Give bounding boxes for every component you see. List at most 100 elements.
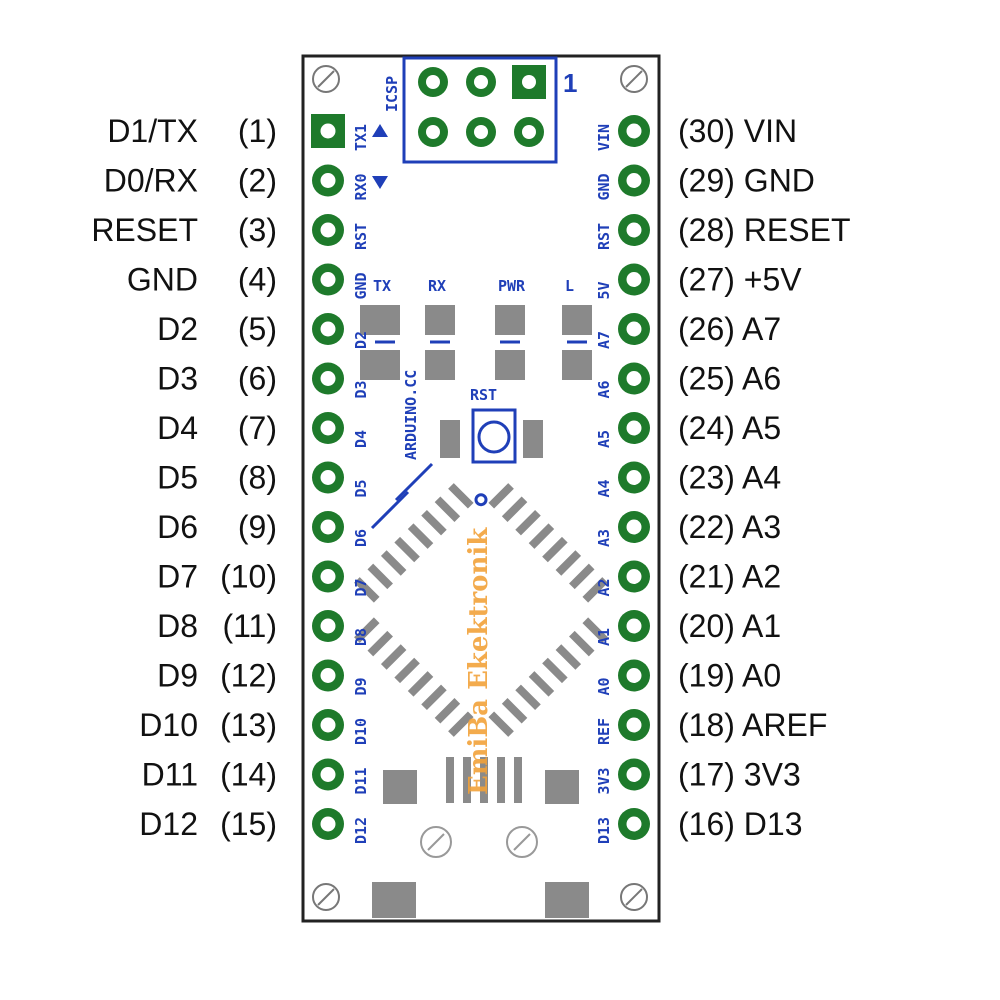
usb-mount-hole-right — [506, 826, 538, 858]
left-pin-number: (3) — [238, 212, 277, 248]
left-pin-label: D8 — [157, 608, 198, 644]
mcu-pin — [380, 644, 407, 670]
right-pin-label: (19) A0 — [678, 658, 781, 694]
right-pin-label: (23) A4 — [678, 460, 781, 496]
icsp-pad-hole — [522, 75, 536, 89]
mounting-hole-slash — [625, 70, 643, 88]
mcu-pin — [394, 657, 420, 684]
icsp-pad-hole — [474, 75, 488, 89]
mcu-pin — [501, 698, 528, 724]
right-silk-a7: A7 — [595, 331, 613, 349]
mcu-pin — [367, 563, 393, 590]
mcu-pin — [582, 617, 608, 643]
header-pad-hole — [320, 123, 336, 139]
usb-mount-slash-left — [427, 833, 445, 851]
left-pin-number: (10) — [220, 559, 277, 595]
left-pin-number: (11) — [222, 608, 277, 644]
left-silk-d4: D4 — [352, 430, 370, 448]
crystal-pad-right — [545, 770, 579, 804]
right-silk-vin: VIN — [595, 124, 613, 151]
led-label-l: L — [565, 277, 574, 295]
mounting-hole — [312, 65, 340, 93]
crystal-pad-left — [383, 770, 417, 804]
header-pad-hole — [320, 321, 336, 337]
rx-indicator-marker — [372, 176, 388, 189]
usb-pin — [497, 757, 505, 803]
right-silk-a1: A1 — [595, 628, 613, 646]
mcu-pin — [394, 536, 420, 563]
left-pin-number: (13) — [220, 707, 277, 743]
reset-button-body — [471, 408, 517, 464]
left-pin-label: D12 — [139, 806, 198, 842]
mcu-pin — [367, 630, 393, 657]
mcu-pin1-dot — [474, 493, 488, 507]
left-pin-number: (2) — [238, 163, 277, 199]
left-silk-d7: D7 — [352, 578, 370, 596]
reset-button: RST — [440, 386, 543, 464]
mcu-pin — [582, 577, 608, 603]
header-pad-hole — [626, 222, 642, 238]
left-pin-label: GND — [127, 262, 198, 298]
left-silk-gnd: GND — [352, 272, 370, 299]
usb-pin — [480, 757, 488, 803]
icsp-pad-hole — [426, 125, 440, 139]
silk-slash-left — [370, 490, 410, 530]
icsp-header: ICSP 1 — [383, 56, 577, 164]
usb-shield-pad-left — [372, 882, 416, 918]
right-pin-label: (17) 3V3 — [678, 757, 801, 793]
led-label-tx: TX — [373, 277, 391, 295]
header-pad-hole — [626, 519, 642, 535]
led-pad-bottom — [425, 350, 455, 380]
reset-pad-right — [523, 420, 543, 458]
left-pin-number: (12) — [220, 658, 277, 694]
icsp-pad-hole — [474, 125, 488, 139]
led-label-pwr: PWR — [498, 277, 526, 295]
icsp-pad-hole — [426, 75, 440, 89]
mcu-pin — [515, 509, 541, 536]
led-pad-top — [425, 305, 455, 335]
right-pin-label: (22) A3 — [678, 509, 781, 545]
header-pad-hole — [320, 371, 336, 386]
header-pad-hole — [320, 569, 336, 584]
left-pin-number: (4) — [238, 262, 277, 298]
right-pin-label: (16) D13 — [678, 806, 803, 842]
left-pin-number: (1) — [238, 113, 277, 149]
header-pad-hole — [626, 618, 642, 634]
header-pad-hole — [626, 767, 642, 782]
right-silk-a4: A4 — [595, 479, 613, 497]
led-pad-top — [495, 305, 525, 335]
left-pin-number: (6) — [238, 361, 277, 397]
left-silk-d3: D3 — [352, 380, 370, 398]
right-silk-a5: A5 — [595, 430, 613, 448]
mcu-pin — [528, 523, 555, 549]
left-pin-label: D6 — [157, 509, 198, 545]
right-silk-3v3: 3V3 — [595, 767, 613, 794]
header-pad-hole — [320, 272, 336, 287]
right-pin-label: (18) AREF — [678, 707, 827, 743]
usb-mount-slash-right — [513, 833, 531, 851]
icsp-pad-hole — [522, 125, 536, 139]
left-silk-d9: D9 — [352, 677, 370, 695]
usb-connector-pins — [446, 757, 522, 803]
mcu-pin — [380, 550, 407, 576]
left-pin-number: (5) — [238, 311, 277, 347]
left-pin-label: D1/TX — [107, 113, 198, 149]
right-silk-gnd: GND — [595, 173, 613, 200]
right-silk-5v: 5V — [595, 281, 613, 299]
mcu-pin — [569, 630, 595, 657]
right-pin-label: (21) A2 — [678, 559, 781, 595]
led-pad-top — [562, 305, 592, 335]
reset-pad-left — [440, 420, 460, 458]
mcu-pin — [407, 523, 434, 549]
header-pad-hole — [320, 222, 336, 238]
header-pad-hole — [626, 420, 642, 436]
mounting-hole-slash — [317, 70, 335, 88]
silk-slash-right — [394, 462, 434, 502]
header-pad-hole — [626, 668, 642, 683]
left-silk-rx0: RX0 — [352, 173, 370, 200]
header-pad-hole — [320, 668, 336, 683]
mcu-pin — [421, 684, 447, 711]
